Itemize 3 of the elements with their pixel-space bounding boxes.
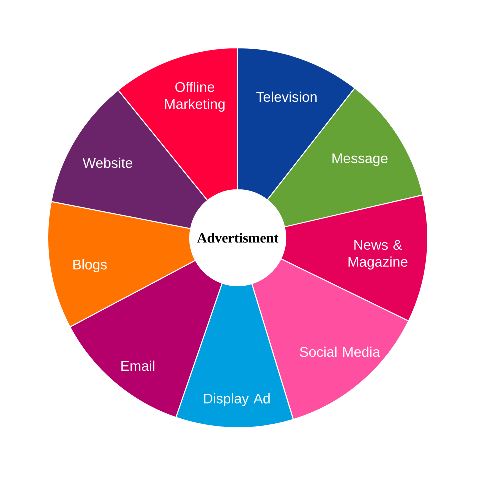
wheel-segment: Display Ad <box>176 282 294 428</box>
wheel-segment: Blogs <box>48 201 196 328</box>
wheel-segment: News & Magazine <box>280 194 428 322</box>
